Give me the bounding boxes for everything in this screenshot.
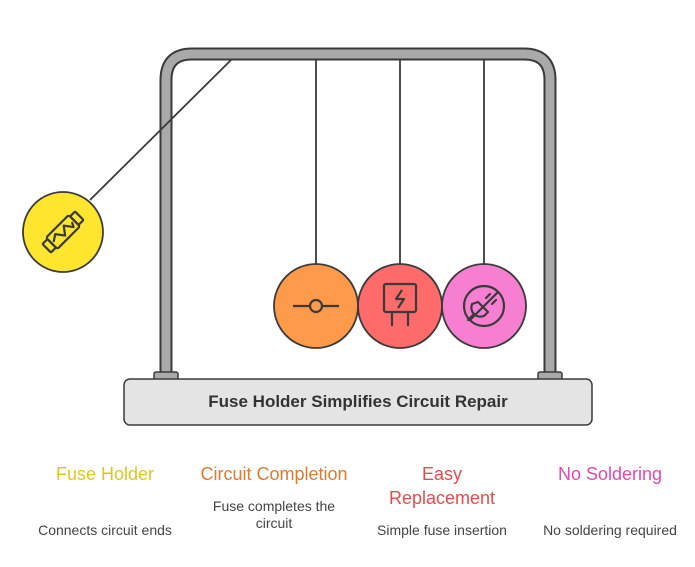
strings (89, 59, 485, 264)
ball-circuit-completion (273, 263, 359, 349)
ball-no-soldering (441, 263, 527, 349)
label-title: No Soldering (557, 464, 663, 484)
label-description: Simple fuse insertion (377, 522, 507, 538)
no-plug-icon (462, 284, 506, 328)
fuse-icon (41, 210, 85, 254)
cradle-frame (153, 47, 563, 381)
label-title: Circuit Completion (200, 464, 348, 484)
label-easy-replacement: Easy Replacement Simple fuse insertion (367, 462, 517, 539)
label-description: Fuse completes the circuit (212, 498, 336, 531)
label-description: No soldering required (543, 522, 677, 538)
label-description: Connects circuit ends (38, 522, 172, 538)
circuit-switch-icon (293, 298, 339, 314)
label-title: Easy Replacement (388, 464, 496, 508)
plugged-fuse-icon (382, 282, 418, 326)
ball-fuse-holder (22, 191, 104, 273)
label-title: Fuse Holder (55, 464, 155, 484)
cradle-base (123, 378, 593, 426)
ball-easy-replacement (357, 263, 443, 349)
label-circuit-completion: Circuit Completion Fuse completes the ci… (199, 462, 349, 532)
string-fuse-holder (89, 59, 232, 201)
label-no-soldering: No Soldering No soldering required (535, 462, 685, 539)
label-fuse-holder: Fuse Holder Connects circuit ends (30, 462, 180, 539)
diagram-title: Fuse Holder Simplifies Circuit Repair (208, 392, 508, 411)
